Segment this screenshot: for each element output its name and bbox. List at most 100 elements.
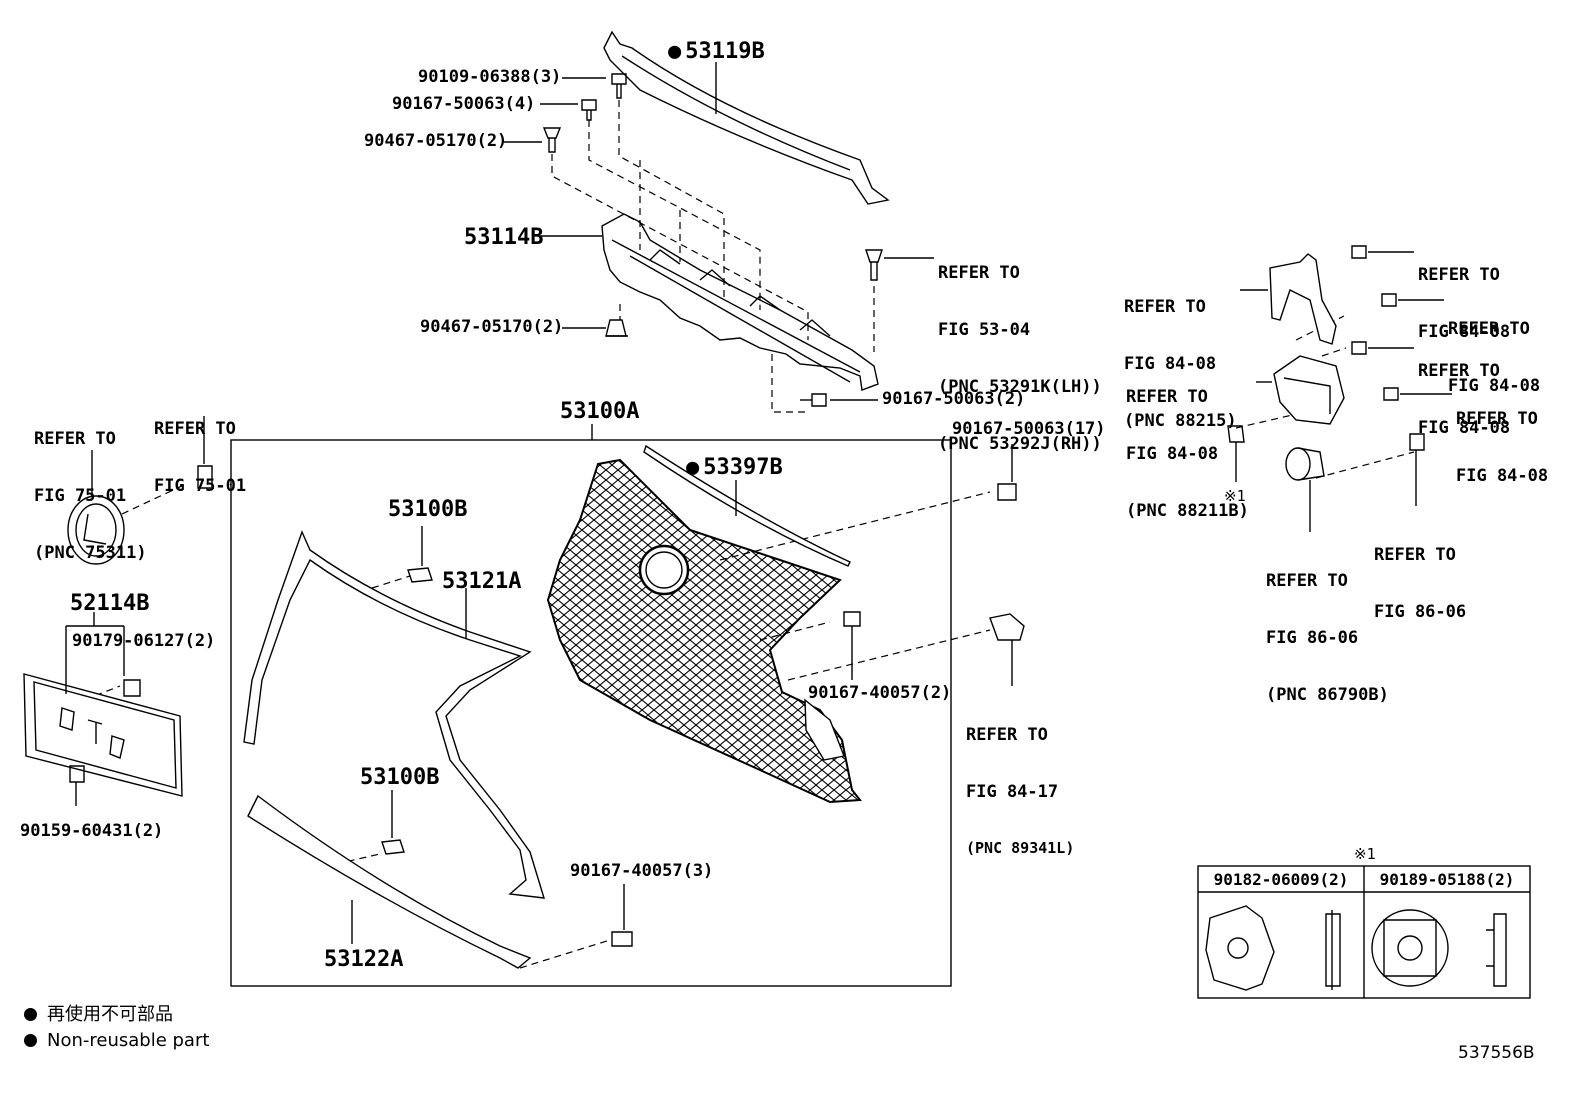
fastener-label: 90159-60431(2) bbox=[20, 821, 164, 841]
screw-emblem bbox=[197, 465, 213, 489]
molding-53122a bbox=[247, 794, 532, 969]
refer-line: FIG 84-08 bbox=[1126, 444, 1219, 464]
refer-line: (PNC 53292J(RH)) bbox=[938, 434, 1102, 454]
refer-line: (PNC 89341L) bbox=[966, 839, 1075, 857]
fastener-label: 90179-06127(2) bbox=[72, 631, 216, 651]
legend-en-text: Non-reusable part bbox=[47, 1030, 210, 1051]
fastener-label: 90167-50063(2) bbox=[882, 389, 1026, 409]
bolt-90159 bbox=[69, 765, 85, 783]
refer-line: (PNC 88215) bbox=[1124, 411, 1237, 431]
fastener-label: 90467-05170(2) bbox=[420, 317, 564, 337]
sensor-89341l bbox=[989, 613, 1025, 641]
refer-line: REFER TO bbox=[1374, 545, 1456, 565]
legend-en: Non-reusable part bbox=[24, 1030, 209, 1052]
refer-line: FIG 84-08 bbox=[1418, 418, 1511, 438]
emblem bbox=[67, 495, 125, 565]
refer-line: REFER TO bbox=[1418, 265, 1500, 285]
fastener-label: 90467-05170(2) bbox=[364, 131, 508, 151]
radar-88211b bbox=[1273, 355, 1345, 425]
refer-line: REFER TO bbox=[938, 263, 1020, 283]
clip-53-04 bbox=[865, 249, 883, 281]
refer-line: (PNC 88211B) bbox=[1126, 501, 1249, 521]
refer-fig-86-06-pnc: REFER TO FIG 86-06 (PNC 86790B) bbox=[1266, 534, 1389, 724]
assembly-box bbox=[230, 439, 952, 987]
screw-86-06 bbox=[1409, 433, 1425, 451]
refer-line: FIG 53-04 bbox=[938, 320, 1031, 340]
refer-line: REFER TO bbox=[1126, 387, 1208, 407]
refer-line: REFER TO bbox=[154, 419, 236, 439]
fastener-label: 90167-40057(3) bbox=[570, 861, 714, 881]
clip-90467-top bbox=[542, 127, 562, 153]
fastener-label: 90167-50063(17) bbox=[952, 419, 1106, 439]
refer-line: FIG 84-08 bbox=[1124, 354, 1217, 374]
legend-jp: 再使用不可部品 bbox=[24, 1004, 173, 1026]
diagram-id: 537556B bbox=[1458, 1043, 1535, 1063]
legend-jp-text: 再使用不可部品 bbox=[47, 1004, 173, 1025]
trim-53397b bbox=[643, 444, 851, 567]
camera-86790b bbox=[1285, 447, 1325, 481]
clip-90467-bottom bbox=[605, 319, 628, 337]
part-53397b-label: 53397B bbox=[686, 456, 782, 480]
bullet-icon bbox=[24, 1008, 37, 1021]
part-53119b-label: 53119B bbox=[668, 40, 764, 64]
refer-line: REFER TO bbox=[1448, 319, 1530, 339]
bullet-icon bbox=[24, 1034, 37, 1047]
refer-line: FIG 86-06 bbox=[1266, 628, 1359, 648]
refer-line: FIG 75-01 bbox=[34, 486, 127, 506]
refer-fig-84-08-b: REFER TO FIG 84-08 bbox=[1448, 282, 1540, 415]
fastener-label: 90109-06388(3) bbox=[418, 67, 562, 87]
refer-fig-84-17: REFER TO FIG 84-17 (PNC 89341L) bbox=[966, 688, 1074, 876]
part-53122a-label: 53122A bbox=[324, 947, 404, 972]
refer-line: REFER TO bbox=[1456, 409, 1538, 429]
refer-fig-75-01: REFER TO FIG 75-01 bbox=[154, 382, 246, 515]
nut-note-1 bbox=[1227, 425, 1245, 443]
refer-line: FIG 84-08 bbox=[1448, 376, 1541, 396]
refer-fig-84-08-c: REFER TO FIG 84-08 bbox=[1418, 324, 1510, 457]
refer-fig-84-08-88211b: REFER TO FIG 84-08 (PNC 88211B) bbox=[1126, 350, 1249, 540]
table-col2-header: 90189-05188(2) bbox=[1379, 870, 1515, 889]
refer-fig-84-08-d: REFER TO FIG 84-08 bbox=[1456, 372, 1548, 505]
leader-52114b bbox=[65, 612, 125, 694]
screws-84-08 bbox=[1351, 245, 1399, 401]
refer-line: FIG 84-08 bbox=[1418, 322, 1511, 342]
screw-90167-2 bbox=[800, 393, 827, 407]
bolt-90109 bbox=[611, 73, 627, 99]
screw-90167-17 bbox=[997, 483, 1017, 501]
refer-line: FIG 75-01 bbox=[154, 476, 247, 496]
refer-fig-75-01-pnc: REFER TO FIG 75-01 (PNC 75311) bbox=[34, 392, 147, 582]
part-53121a-label: 53121A bbox=[442, 569, 522, 594]
screw-90167-40057-2 bbox=[843, 611, 861, 627]
refer-line: REFER TO bbox=[1124, 297, 1206, 317]
refer-fig-84-08-88215: REFER TO FIG 84-08 (PNC 88215) bbox=[1124, 260, 1237, 450]
part-53100b-bottom-label: 53100B bbox=[360, 765, 440, 790]
part-52114b-label: 52114B bbox=[70, 591, 150, 616]
refer-line: FIG 84-17 bbox=[966, 782, 1059, 802]
refer-fig-53-04: REFER TO FIG 53-04 (PNC 53291K(LH)) (PNC… bbox=[938, 226, 1102, 473]
clip-53100b-bottom bbox=[381, 839, 405, 855]
bracket-53114b bbox=[601, 213, 879, 391]
plate-bracket-52114b bbox=[23, 673, 183, 797]
upper-cover-53119b bbox=[603, 30, 890, 205]
clip-53100b-top bbox=[407, 567, 433, 583]
top-leaders bbox=[502, 77, 934, 401]
refer-line: FIG 86-06 bbox=[1374, 602, 1467, 622]
refer-line: REFER TO bbox=[966, 725, 1048, 745]
surround-53121a bbox=[243, 530, 545, 899]
table-col1-header: 90182-06009(2) bbox=[1213, 870, 1349, 889]
refer-line: FIG 84-08 bbox=[1456, 466, 1549, 486]
refer-fig-86-06: REFER TO FIG 86-06 bbox=[1374, 508, 1466, 641]
screw-90167-40057-3 bbox=[611, 931, 633, 947]
note-mark: ※1 bbox=[1224, 487, 1246, 505]
table-mark: ※1 bbox=[1354, 845, 1376, 863]
part-53100a-label: 53100A bbox=[560, 399, 640, 424]
refer-fig-84-08-a: REFER TO FIG 84-08 bbox=[1418, 228, 1510, 361]
refer-line: (PNC 75311) bbox=[34, 543, 147, 563]
refer-line: (PNC 53291K(LH)) bbox=[938, 377, 1102, 397]
part-53114b-label: 53114B bbox=[464, 225, 544, 250]
part-53100b-top-label: 53100B bbox=[388, 497, 468, 522]
refer-line: REFER TO bbox=[34, 429, 116, 449]
grille-53100a bbox=[546, 458, 862, 804]
refer-line: REFER TO bbox=[1418, 361, 1500, 381]
fastener-label: 90167-40057(2) bbox=[808, 683, 952, 703]
